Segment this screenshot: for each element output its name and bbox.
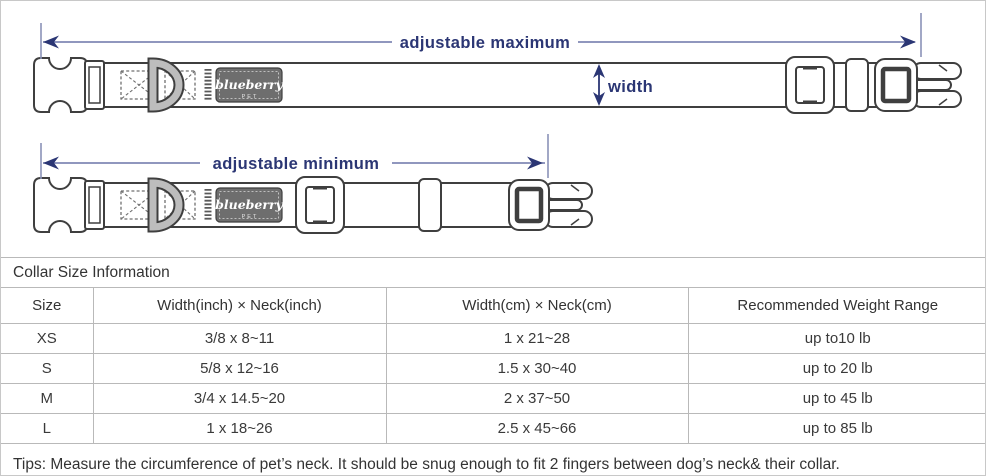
minimum-arrow: adjustable minimum xyxy=(40,134,549,179)
brand-name: blueberry xyxy=(215,197,283,212)
header-size: Size xyxy=(1,288,94,324)
tips-text: Tips: Measure the circumference of pet’s… xyxy=(13,456,840,473)
width-arrow: width xyxy=(593,64,653,106)
table-row: XS 3/8 x 8~11 1 x 21~28 up to10 lb xyxy=(1,323,985,354)
cell-cm: 1.5 x 30~40 xyxy=(385,353,689,384)
table-row: M 3/4 x 14.5~20 2 x 37~50 up to 45 lb xyxy=(1,383,985,414)
cell-size: L xyxy=(1,413,94,444)
brand-label: blueberry PET xyxy=(215,187,284,223)
size-table: Size Width(inch) × Neck(inch) Width(cm) … xyxy=(1,288,985,444)
buckle-female xyxy=(33,57,105,113)
brand-label: blueberry PET xyxy=(215,67,284,103)
keeper-loop xyxy=(418,178,442,232)
width-label: width xyxy=(607,78,653,96)
d-ring xyxy=(147,177,185,233)
cell-weight: up to 45 lb xyxy=(687,383,985,414)
tri-glide-slider xyxy=(295,176,345,234)
cell-weight: up to 20 lb xyxy=(687,353,985,384)
cell-cm: 2.5 x 45~66 xyxy=(385,413,689,444)
d-ring xyxy=(147,57,185,113)
buckle-male xyxy=(508,179,593,231)
cell-size: M xyxy=(1,383,94,414)
cell-inch: 5/8 x 12~16 xyxy=(92,353,387,384)
header-width-neck-cm: Width(cm) × Neck(cm) xyxy=(385,288,689,324)
cell-inch: 1 x 18~26 xyxy=(92,413,387,444)
cell-size: S xyxy=(1,353,94,384)
brand-sub: PET xyxy=(242,94,259,100)
keeper-loop xyxy=(845,58,869,112)
header-width-neck-inch: Width(inch) × Neck(inch) xyxy=(92,288,387,324)
cell-weight: up to10 lb xyxy=(687,323,985,354)
adjustable-minimum-label: adjustable minimum xyxy=(213,155,380,173)
collar-drawing-minimum: blueberry PET xyxy=(33,176,593,234)
collar-drawing-maximum: blueberry PET xyxy=(33,56,962,114)
section-title: Collar Size Information xyxy=(1,257,985,288)
table-row: S 5/8 x 12~16 1.5 x 30~40 up to 20 lb xyxy=(1,353,985,384)
cell-cm: 1 x 21~28 xyxy=(385,323,689,354)
buckle-male xyxy=(874,58,962,112)
header-weight-range: Recommended Weight Range xyxy=(687,288,985,324)
adjustable-maximum-label: adjustable maximum xyxy=(400,34,570,52)
brand-sub: PET xyxy=(242,214,259,220)
collar-diagrams: blueberry PET xyxy=(33,13,962,234)
cell-inch: 3/8 x 8~11 xyxy=(92,323,387,354)
cell-size: XS xyxy=(1,323,94,354)
table-header-row: Size Width(inch) × Neck(inch) Width(cm) … xyxy=(1,288,985,324)
brand-name: blueberry xyxy=(215,77,283,92)
cell-weight: up to 85 lb xyxy=(687,413,985,444)
tri-glide-slider xyxy=(785,56,835,114)
maximum-arrow: adjustable maximum xyxy=(40,13,922,59)
table-row: L 1 x 18~26 2.5 x 45~66 up to 85 lb xyxy=(1,413,985,444)
buckle-female xyxy=(33,177,105,233)
cell-cm: 2 x 37~50 xyxy=(385,383,689,414)
cell-inch: 3/4 x 14.5~20 xyxy=(92,383,387,414)
